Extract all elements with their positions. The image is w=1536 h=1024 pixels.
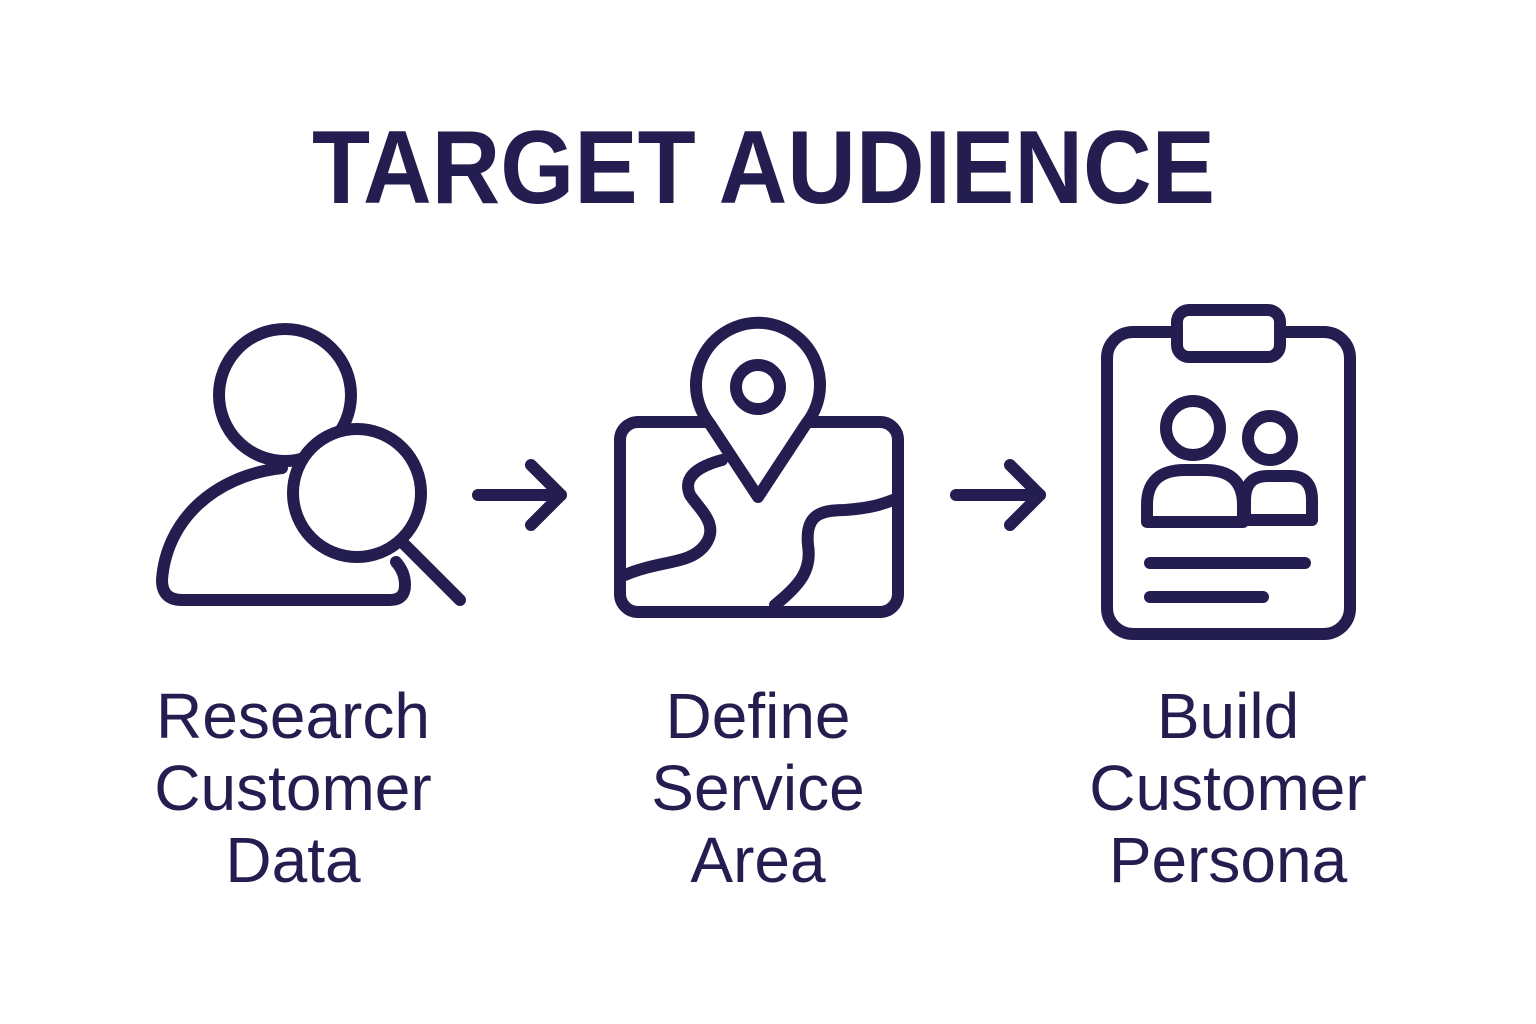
label-line: Area — [690, 824, 826, 896]
label-line: Data — [225, 824, 361, 896]
label-line: Define — [665, 680, 851, 752]
map-pin-icon — [614, 316, 904, 618]
step-label-define: Define Service Area — [558, 680, 958, 896]
arrow-right-icon — [950, 459, 1046, 531]
persona-clipboard-icon — [1101, 304, 1356, 640]
label-line: Customer — [1089, 752, 1367, 824]
arrow-right-icon — [472, 459, 567, 531]
user-search-icon — [156, 323, 466, 606]
label-line: Persona — [1108, 824, 1348, 896]
label-line: Customer — [154, 752, 432, 824]
step-label-research: Research Customer Data — [93, 680, 493, 896]
step-label-build: Build Customer Persona — [1028, 680, 1428, 896]
label-line: Research — [156, 680, 430, 752]
title: TARGET AUDIENCE — [312, 110, 1215, 226]
label-line: Service — [651, 752, 865, 824]
label-line: Build — [1156, 680, 1300, 752]
